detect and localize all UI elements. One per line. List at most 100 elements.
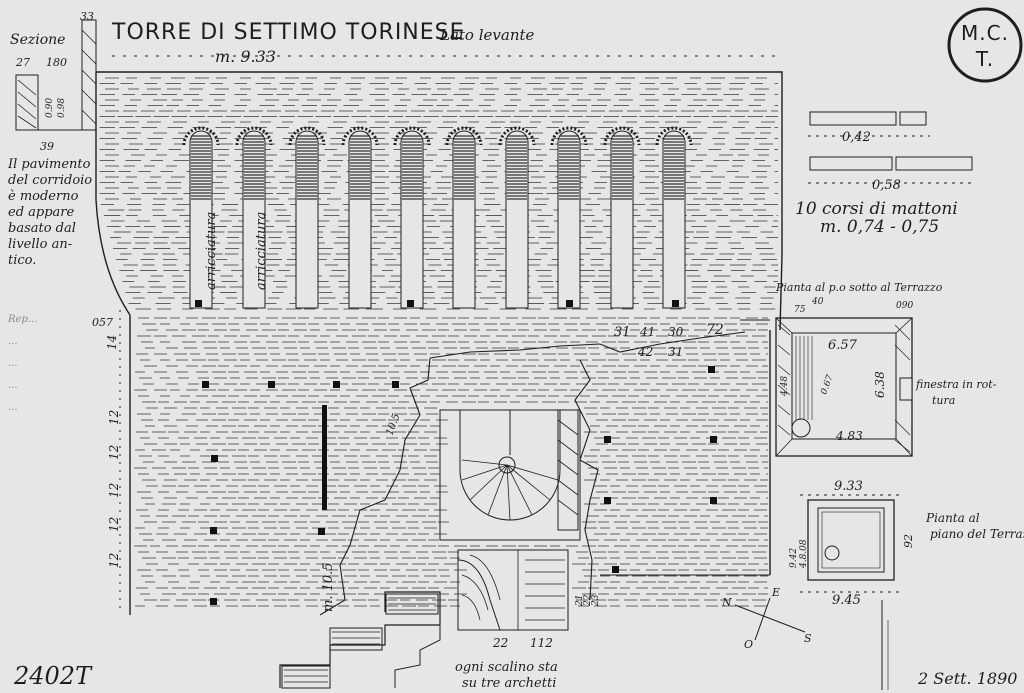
plan-upper-bottom: 4.83	[835, 429, 863, 443]
drawing-date: 2 Sett. 1890	[917, 669, 1017, 688]
putlog-holes	[195, 300, 717, 605]
plan-upper-caption: Pianta al p.o sotto al Terrazzo	[775, 281, 943, 294]
arched-niche	[498, 126, 536, 309]
compass-north: N	[721, 596, 732, 609]
section-dim-2: 180	[46, 56, 67, 69]
arched-niche	[235, 126, 273, 309]
arched-niches	[182, 126, 693, 309]
section-dim-4: 39	[40, 140, 54, 153]
stair-dimensions: 22 112 21 22 23 ogni scalino sta su tre …	[455, 594, 601, 691]
brick-dim-bottom: 0,58	[872, 178, 901, 193]
faint-note-line: Rep...	[7, 314, 37, 325]
stamp-line-2: T.	[975, 47, 994, 71]
section-heading: Sezione	[10, 32, 65, 48]
terrace-right-dim: 92	[902, 534, 915, 548]
arched-niche	[603, 126, 641, 309]
wall-dim-d: 30	[668, 325, 684, 339]
left-dim: 12	[107, 410, 121, 425]
compass-east: E	[771, 586, 780, 599]
left-dim: 057	[92, 316, 113, 329]
left-dim: 12	[107, 553, 121, 568]
terrace-caption-2: piano del Terrazzo	[930, 527, 1024, 541]
title-side-label: Lato levante	[439, 26, 535, 44]
brick-note-line-2: m. 0,74 - 0,75	[820, 217, 939, 237]
arched-niche	[341, 126, 379, 309]
left-dim: 12	[107, 445, 121, 460]
arched-niche	[393, 126, 431, 309]
collection-stamp: M.C. T.	[947, 7, 1023, 83]
stamp-line-1: M.C.	[961, 21, 1009, 45]
wall-dim-a: 31	[614, 325, 631, 340]
plan-terrace: 9.33 9.45 9.42 4.8.08 92 Pianta al piano…	[789, 479, 1024, 690]
stair-note-line-2: su tre archetti	[462, 676, 556, 691]
stair-dim-left: 22	[492, 636, 508, 650]
section-wall-block	[15, 74, 39, 131]
faint-note-line: ...	[8, 380, 18, 391]
drawing-title: TORRE DI SETTIMO TORINESE	[111, 20, 465, 45]
faint-note-line: ...	[8, 402, 18, 413]
left-dimension-column: 057 14 12 12 12 12 12	[92, 310, 121, 612]
plan-upper-side: 4.48	[780, 376, 790, 397]
section-note-line: livello an-	[8, 237, 72, 252]
stair-dim-side: 21	[575, 595, 585, 607]
plan-upper-window-note: finestra in rot-	[915, 378, 997, 391]
terrace-left-dim: 9.42	[789, 548, 799, 568]
stair-note-line-1: ogni scalino sta	[455, 660, 558, 675]
arched-niche	[182, 126, 220, 309]
spiral-staircase	[439, 409, 581, 631]
brick-courses-lower	[134, 317, 768, 607]
section-note-line: del corridoio	[8, 173, 92, 188]
stair-dim-side: 23	[591, 594, 601, 607]
exterior-steps	[279, 591, 441, 689]
brick-dim-top: 0,42	[842, 130, 871, 145]
arch-label-1: arricciatura	[204, 212, 219, 290]
height-note: m. 10.5	[321, 562, 336, 612]
arched-niche	[445, 126, 483, 309]
section-note-line: tico.	[8, 253, 36, 268]
faint-margin-note: Rep... ... ... ... ...	[7, 314, 37, 413]
left-dim: 14	[105, 335, 119, 350]
wall-dim-e: 31	[668, 345, 683, 359]
brick-course-note: 0,42 0,58 10 corsi di mattoni m. 0,74 - …	[795, 111, 975, 237]
wall-dimensions: 31 41 42 30 31 72 m. 10.5 10.5	[321, 322, 724, 612]
compass-rose: N E S O	[721, 586, 812, 651]
faint-note-line: ...	[8, 336, 18, 347]
compass-west: O	[744, 638, 753, 651]
arched-niche	[550, 126, 588, 309]
section-vertical-dim-1: 0.90	[45, 98, 55, 118]
left-dim: 12	[107, 517, 121, 532]
section-note-line: basato dal	[8, 221, 76, 236]
stair-dim-side: 22	[583, 594, 593, 607]
wall-dim-f: 72	[706, 322, 724, 338]
terrace-bottom-dim: 9.45	[832, 593, 861, 608]
brick-note-line-1: 10 corsi di mattoni	[795, 199, 958, 219]
section-vertical-dim-2: 0.98	[57, 98, 67, 118]
stair-dim-right: 112	[530, 636, 553, 650]
terrace-top-dim: 9.33	[834, 479, 863, 494]
plan-upper-dim: 090	[896, 301, 913, 311]
arch-label-2: arricciatura	[254, 212, 269, 290]
plan-upper-stair: 0.67	[819, 374, 835, 397]
section-note-line: ed appare	[8, 205, 75, 220]
plan-upper-width: 6.57	[828, 338, 858, 353]
section-note-line: Il pavimento	[7, 157, 91, 172]
plan-upper-height: 6.38	[873, 371, 887, 398]
plan-upper-floor: Pianta al p.o sotto al Terrazzo 75 40 09…	[775, 281, 997, 457]
wall-dim-c: 42	[637, 345, 653, 359]
section-note-line: è moderno	[8, 189, 79, 204]
terrace-caption-1: Pianta al	[925, 511, 980, 525]
section-sketch: Sezione 27 180 33 39 0.90 0.98	[10, 10, 97, 153]
arched-niche	[655, 126, 693, 309]
brick-courses-upper	[99, 77, 778, 310]
faint-note-line: ...	[8, 358, 18, 369]
crack-dim: 10.5	[384, 412, 402, 437]
plan-upper-dim: 75	[794, 305, 806, 315]
plan-upper-dim: 40	[811, 297, 824, 307]
left-dim: 12	[107, 483, 121, 498]
arched-niche	[288, 126, 326, 309]
plan-upper-window-note: tura	[932, 394, 955, 407]
wall-dim-b: 41	[639, 325, 655, 339]
terrace-left-dim: 4.8.08	[799, 539, 809, 569]
tower-facade	[95, 71, 783, 616]
